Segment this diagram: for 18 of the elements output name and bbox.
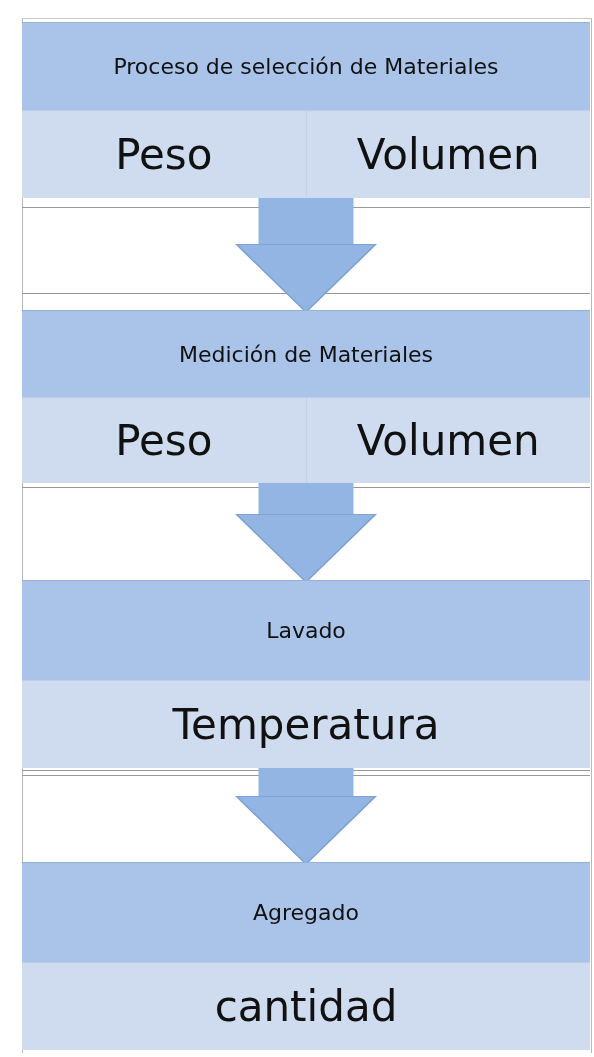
stage-detail-band (22, 397, 590, 483)
band-text: Temperatura (172, 700, 440, 749)
band-text: Peso (115, 130, 213, 179)
stage-header-band (22, 310, 590, 397)
band-text: Peso (115, 416, 213, 465)
stage-header-band (22, 862, 590, 962)
stage-detail-band (22, 962, 590, 1050)
band-text: Agregado (253, 900, 359, 925)
band-text: Proceso de selección de Materiales (113, 54, 499, 79)
band-text: Lavado (266, 618, 346, 643)
stage-header-band (22, 580, 590, 680)
stage-header-band (22, 22, 590, 110)
band-text: Medición de Materiales (178, 341, 434, 367)
stage-detail-band (22, 110, 590, 198)
band-text: Volumen (356, 130, 540, 179)
band-text: Volumen (356, 416, 540, 465)
stage-detail-band (22, 680, 590, 768)
band-text: cantidad (214, 982, 398, 1031)
